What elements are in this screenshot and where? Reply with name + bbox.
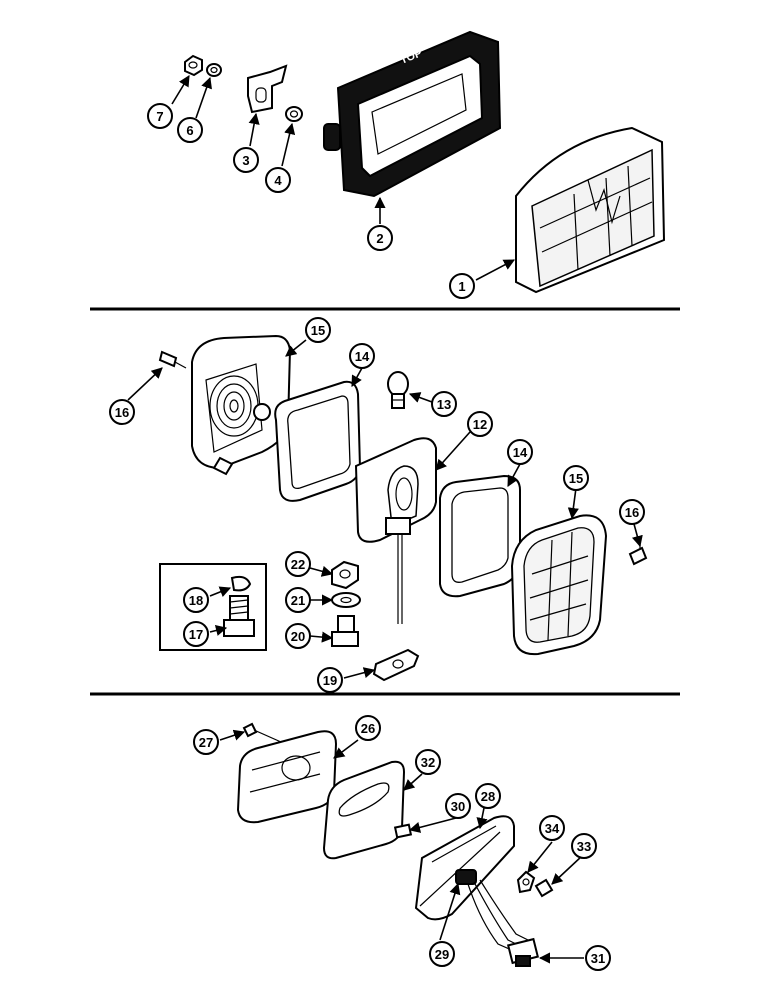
callout-22: 22 <box>285 551 311 577</box>
callout-13: 13 <box>431 391 457 417</box>
callout-17: 17 <box>183 621 209 647</box>
callout-16b: 16 <box>619 499 645 525</box>
part-housing-2: TOP <box>323 30 502 198</box>
part-snap-ring-18 <box>230 575 252 592</box>
svg-text:15: 15 <box>569 471 583 486</box>
part-nut-22 <box>331 560 359 590</box>
svg-text:18: 18 <box>189 593 203 608</box>
callout-30: 30 <box>445 793 471 819</box>
svg-text:26: 26 <box>361 721 375 736</box>
svg-text:29: 29 <box>435 947 449 962</box>
part-gasket-14-left <box>274 380 362 502</box>
callout-3: 3 <box>233 147 259 173</box>
svg-text:14: 14 <box>355 349 370 364</box>
callout-26: 26 <box>355 715 381 741</box>
callout-28: 28 <box>475 783 501 809</box>
callout-1: 1 <box>449 273 475 299</box>
callout-16a: 16 <box>109 399 135 425</box>
svg-text:33: 33 <box>577 839 591 854</box>
callout-34: 34 <box>539 815 565 841</box>
part-nut-7 <box>184 54 203 77</box>
callout-15a: 15 <box>305 317 331 343</box>
part-bracket-3 <box>247 64 288 114</box>
part-rear-housing-15 <box>191 334 292 476</box>
part-sealed-beam-1 <box>515 126 666 294</box>
callout-32: 32 <box>415 749 441 775</box>
inset-box <box>159 563 267 651</box>
part-bulb-13 <box>387 371 409 409</box>
svg-text:17: 17 <box>189 627 203 642</box>
callout-14b: 14 <box>507 439 533 465</box>
part-bolt-20 <box>331 615 359 647</box>
svg-text:30: 30 <box>451 799 465 814</box>
svg-text:20: 20 <box>291 629 305 644</box>
callout-4: 4 <box>265 167 291 193</box>
svg-text:2: 2 <box>376 231 383 246</box>
part-wiring-31 <box>467 879 540 967</box>
svg-text:31: 31 <box>591 951 605 966</box>
svg-text:1: 1 <box>458 279 465 294</box>
work-lamp-section <box>158 334 648 682</box>
svg-text:12: 12 <box>473 417 487 432</box>
callout-7: 7 <box>147 103 173 129</box>
callout-21: 21 <box>285 587 311 613</box>
svg-text:7: 7 <box>156 109 163 124</box>
part-screw-33 <box>534 878 554 898</box>
part-screw-16-left <box>158 350 187 369</box>
callout-33: 33 <box>571 833 597 859</box>
svg-text:14: 14 <box>513 445 528 460</box>
svg-text:16: 16 <box>115 405 129 420</box>
svg-text:34: 34 <box>545 821 560 836</box>
svg-text:27: 27 <box>199 735 213 750</box>
part-bulb-30 <box>393 823 413 839</box>
part-plate-19 <box>372 648 420 682</box>
callout-29: 29 <box>429 941 455 967</box>
part-clip-34 <box>516 870 536 894</box>
callout-6: 6 <box>177 117 203 143</box>
svg-text:28: 28 <box>481 789 495 804</box>
part-reflector-12 <box>354 437 437 624</box>
svg-text:15: 15 <box>311 323 325 338</box>
callout-14a: 14 <box>349 343 375 369</box>
callout-27: 27 <box>193 729 219 755</box>
svg-text:13: 13 <box>437 397 451 412</box>
part-lens-26 <box>236 730 338 824</box>
part-gasket-14-right <box>439 474 521 598</box>
svg-text:4: 4 <box>274 173 282 188</box>
part-washer-4 <box>285 106 303 122</box>
part-bolt-17 <box>223 595 255 637</box>
marker-lamp-section <box>236 722 554 967</box>
part-washer-21 <box>331 592 361 608</box>
callout-15b: 15 <box>563 465 589 491</box>
svg-text:19: 19 <box>323 673 337 688</box>
headlamp-section: TOP <box>184 30 666 294</box>
part-gasket-32 <box>322 760 406 860</box>
leader-lines <box>127 75 643 964</box>
callout-12: 12 <box>467 411 493 437</box>
svg-text:16: 16 <box>625 505 639 520</box>
part-screw-16-right <box>628 540 648 566</box>
svg-text:32: 32 <box>421 755 435 770</box>
callout-18: 18 <box>183 587 209 613</box>
part-washer-6 <box>206 63 222 77</box>
part-lens-15 <box>510 514 608 656</box>
callout-31: 31 <box>585 945 611 971</box>
svg-text:3: 3 <box>242 153 249 168</box>
callout-2: 2 <box>367 225 393 251</box>
part-housing-28 <box>414 815 515 921</box>
callout-19: 19 <box>317 667 343 693</box>
callout-20: 20 <box>285 623 311 649</box>
callouts: 7 6 3 4 2 1 15 16 14 13 12 14 15 16 18 1… <box>109 103 645 971</box>
svg-text:22: 22 <box>291 557 305 572</box>
svg-text:21: 21 <box>291 593 305 608</box>
svg-text:6: 6 <box>186 123 193 138</box>
